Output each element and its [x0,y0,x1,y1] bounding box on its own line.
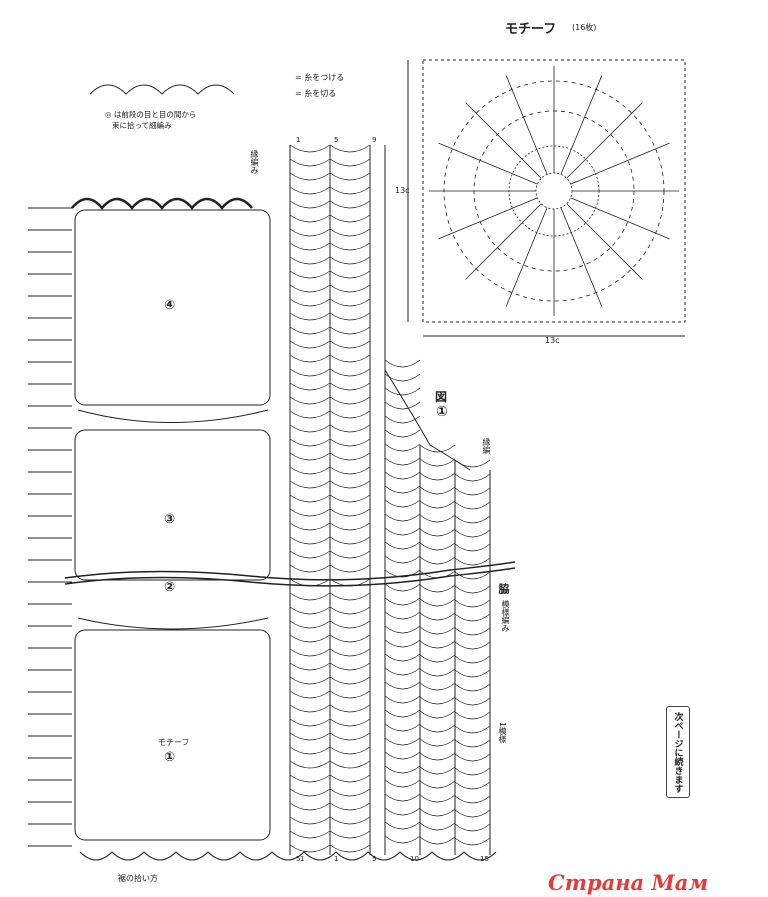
stitch-column [419,444,456,845]
motif-spoke [465,102,542,179]
motif-spoke [505,75,548,175]
motif-spoke [560,207,603,307]
motif-spoke [560,75,603,175]
motif-1: ① [164,750,176,765]
legend-cut: = 糸を切る [295,89,337,98]
column-mark: 5 [296,855,301,863]
column-mark: 5 [334,136,339,144]
stitch-column [384,359,421,844]
figure-label: 図 [435,390,448,404]
join-label: 縁編み [250,150,259,174]
motif-3: ③ [164,512,176,527]
next-page-box: 次ページに続きます [666,706,690,798]
motif-ring [535,172,573,210]
note-line2: 束に拾って細編み [112,121,172,130]
column-mark: 10 [410,855,419,863]
side-label: 脇 [497,583,510,594]
motif-spoke [566,203,643,280]
motif-spoke [438,197,538,240]
column-mark: 5 [372,855,377,863]
motif-count: (16枚) [572,23,597,32]
column-mark: 15 [480,855,489,863]
motif-spoke [505,207,548,307]
motif-spoke [438,142,538,185]
motif-title: モチーフ [505,22,557,37]
stitch-column [289,144,331,853]
one-pattern-label: 1模様 [498,722,507,744]
motif-spoke [570,197,670,240]
edge-label: 縁編 [482,438,491,454]
pattern-label: 模様編み [501,600,510,632]
motif-spoke [465,203,542,280]
stitch-column [454,459,491,846]
motif-spoke [570,142,670,185]
motif-spoke [566,102,643,179]
column-mark: 1 [296,136,301,144]
watermark: Страна Мам [548,870,709,895]
dimension-width: 13c [545,336,560,345]
figure-number: ① [436,404,448,420]
motif-2: ② [164,580,176,595]
bottom-label: 裾の拾い方 [118,874,158,883]
dimension-height: 13c [395,186,410,195]
column-mark: 1 [300,855,305,863]
note-line1: ◎ は前段の目と目の間から [105,110,197,119]
legend-attach: = 糸をつける [295,73,345,82]
column-mark: 1 [334,855,339,863]
stitch-column [329,144,371,853]
next-page-text: 次ページに続きます [672,711,683,793]
motif-4: ④ [164,298,176,313]
motif-label: モチーフ [158,738,190,747]
column-mark: 9 [372,136,377,144]
